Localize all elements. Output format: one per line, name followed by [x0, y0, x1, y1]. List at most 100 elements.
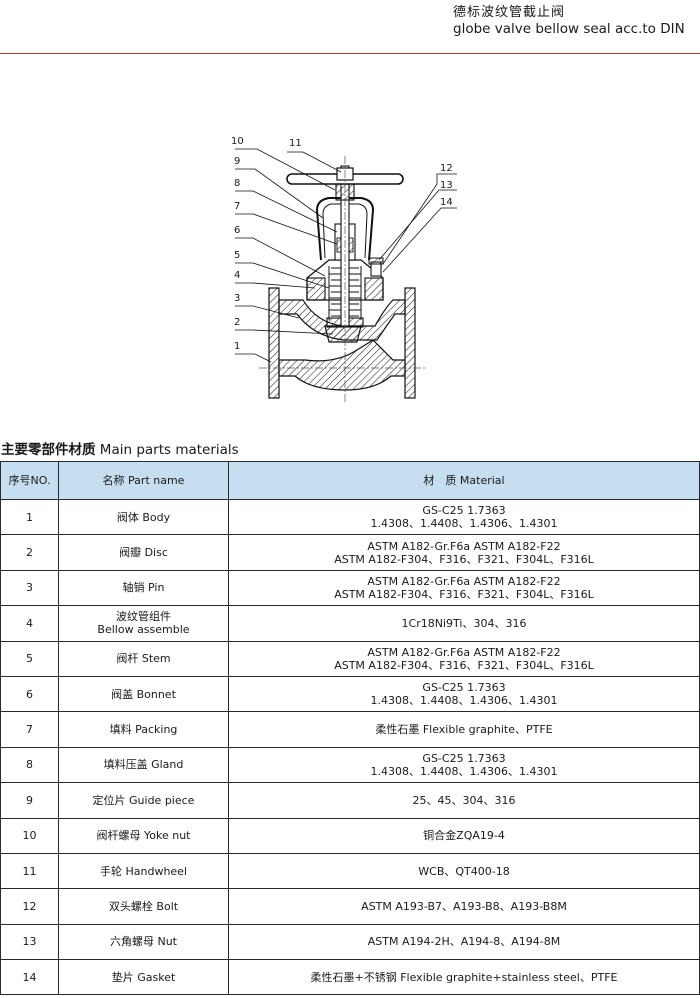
cell-material: 25、45、304、316 [228, 782, 700, 819]
cell-material-text: 1.4308、1.4408、1.4306、1.4301 [370, 694, 558, 708]
valve-cross-section [235, 148, 457, 404]
cell-no: 9 [0, 782, 59, 819]
cell-part-name: 阀杆螺母 Yoke nut [58, 817, 229, 854]
section-title-en: Main parts materials [99, 442, 239, 458]
leader-lines [235, 148, 457, 363]
cell-no-text: 7 [26, 723, 33, 737]
cell-part-name-text: 阀杆 Stem [116, 652, 171, 666]
cell-no-text: 12 [22, 899, 37, 913]
cell-part-name-text: 手轮 Handwheel [99, 864, 188, 878]
cell-material-text: 柔性石墨 Flexible graphite、PTFE [375, 723, 553, 737]
table-row: 9 定位片 Guide piece 25、45、304、316 [0, 782, 700, 819]
cell-part-name: 手轮 Handwheel [58, 852, 229, 890]
header-rule [0, 53, 700, 54]
section-title: 主要零部件材质 Main parts materials [1, 438, 239, 458]
cell-material-text: WCB、QT400-18 [418, 864, 510, 878]
cell-no: 1 [0, 498, 59, 536]
cell-material-text: ASTM A182-Gr.F6a ASTM A182-F22 [367, 539, 561, 553]
cell-part-name: 定位片 Guide piece [58, 782, 229, 819]
cell-no-text: 10 [22, 829, 37, 843]
cell-material-text: GS-C25 1.7363 [422, 681, 506, 695]
cell-part-name: 阀瓣 Disc [58, 534, 229, 571]
cell-part-name: 填料 Packing [58, 711, 229, 748]
callouts: 10 9 8 7 6 5 4 3 2 1 11 12 13 14 [225, 128, 465, 410]
cell-material-text: ASTM A182-F304、F316、F321、F304L、F316L [334, 552, 594, 566]
cell-no-text: 11 [22, 864, 37, 878]
cell-no-text: 9 [26, 793, 33, 807]
cell-material: 柔性石墨 Flexible graphite、PTFE [228, 711, 700, 748]
cell-no-text: 1 [26, 510, 33, 524]
cell-part-name: 双头螺栓 Bolt [58, 888, 229, 925]
cell-part-name-text: 双头螺栓 Bolt [108, 899, 179, 913]
cell-material: 铜合金ZQA19-4 [228, 817, 700, 854]
cell-part-name: 阀盖 Bonnet [58, 675, 229, 713]
callout-3: 3 [234, 293, 241, 304]
callout-9: 9 [234, 156, 241, 167]
cell-part-name: 填料压盖 Gland [58, 746, 229, 784]
cell-part-name-text: 轴销 Pin [122, 581, 165, 595]
callout-7: 7 [234, 201, 241, 212]
left-flange [268, 287, 280, 399]
cell-part-name-text: 垫片 Gasket [111, 970, 176, 984]
cell-no-text: 4 [26, 616, 33, 630]
nut [368, 257, 384, 265]
cell-part-name: 垫片 Gasket [58, 959, 229, 996]
callout-2: 2 [234, 317, 241, 328]
callout-6: 6 [234, 225, 241, 236]
cell-material-text: ASTM A194-2H、A194-8、A194-8M [367, 935, 561, 949]
cell-no-text: 8 [26, 758, 33, 772]
cell-no: 6 [0, 675, 59, 713]
cell-part-name: 阀体 Body [58, 498, 229, 536]
cell-no: 10 [0, 817, 59, 854]
cell-part-name: 阀杆 Stem [58, 640, 229, 677]
cell-part-name-text: 阀瓣 Disc [119, 546, 168, 560]
cell-no-text: 5 [26, 652, 33, 666]
cell-no: 8 [0, 746, 59, 784]
cell-no: 14 [0, 959, 59, 996]
cell-material-text: GS-C25 1.7363 [422, 751, 506, 765]
title-cn: 德标波纹管截止阀 [453, 5, 566, 20]
section-title-cn: 主要零部件材质 [1, 442, 96, 458]
cell-part-name-text: Bellow assemble [97, 623, 190, 637]
cell-no: 11 [0, 852, 59, 890]
callout-5: 5 [234, 250, 241, 261]
cell-part-name: 六角螺母 Nut [58, 923, 229, 961]
cell-material-text: GS-C25 1.7363 [422, 504, 506, 518]
cell-no: 2 [0, 534, 59, 571]
callout-4: 4 [234, 270, 241, 281]
cell-material-text: 1Cr18Ni9Ti、304、316 [401, 616, 527, 630]
cell-part-name-text: 填料压盖 Gland [103, 758, 184, 772]
cell-part-name-text: 填料 Packing [109, 723, 178, 737]
cell-no-text: 2 [26, 546, 33, 560]
cell-material: WCB、QT400-18 [228, 852, 700, 890]
cell-part-name-text: 阀盖 Bonnet [111, 687, 176, 701]
right-flange [404, 287, 416, 399]
callout-10: 10 [231, 136, 244, 147]
table-header: 序号NO. 名称 Part name 材 质 Material [0, 461, 700, 500]
cell-no: 4 [0, 605, 59, 642]
callout-11: 11 [289, 138, 302, 149]
callout-8: 8 [234, 178, 241, 189]
callout-12: 12 [440, 163, 453, 174]
cell-no: 13 [0, 923, 59, 961]
cell-material-text: 1.4308、1.4408、1.4306、1.4301 [370, 764, 558, 778]
cell-material-text: 25、45、304、316 [412, 793, 516, 807]
callout-1: 1 [234, 341, 241, 352]
cell-no: 3 [0, 569, 59, 607]
cell-part-name-text: 波纹管组件 [116, 610, 171, 624]
cell-no: 12 [0, 888, 59, 925]
body-lower [278, 339, 406, 391]
cell-material: 1Cr18Ni9Ti、304、316 [228, 605, 700, 642]
cell-no-text: 14 [22, 970, 37, 984]
